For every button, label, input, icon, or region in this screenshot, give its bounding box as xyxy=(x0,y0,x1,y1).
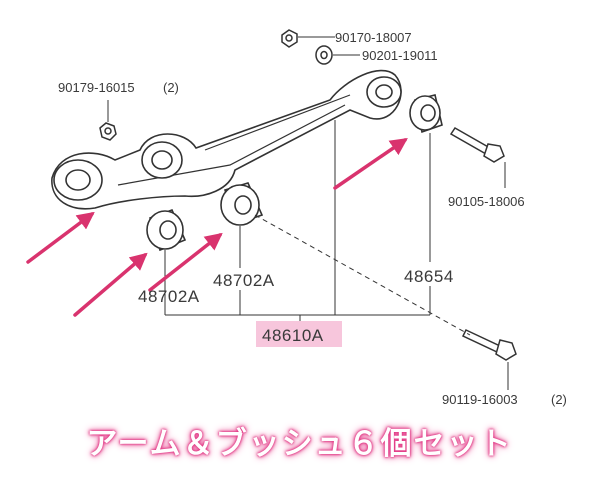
label-nut-left-qty: (2) xyxy=(163,80,179,95)
label-bolt-right-lower: 90119-16003 xyxy=(442,392,518,407)
arm-part-highlight xyxy=(256,321,342,347)
washer-top-icon xyxy=(315,45,333,65)
label-arm: 48610A xyxy=(262,326,324,345)
arrow-bushing-a-icon xyxy=(73,252,148,317)
arrow-bushing-rear-icon xyxy=(333,138,408,190)
bushing-front-b-icon xyxy=(220,182,264,226)
bushing-front-a-icon xyxy=(146,208,187,252)
nut-top-icon xyxy=(281,29,298,48)
bolt-right-upper-icon xyxy=(449,127,505,163)
label-nut-left: 90179-16015 xyxy=(58,80,135,95)
label-bolt-right-lower-qty: (2) xyxy=(551,392,567,407)
label-bolt-right-upper: 90105-18006 xyxy=(448,194,525,209)
nut-left-icon xyxy=(99,122,117,141)
arrow-arm-icon xyxy=(26,211,95,264)
label-bushing-front-a: 48702A xyxy=(138,287,200,306)
arrow-bushing-b-icon xyxy=(148,232,223,292)
set-caption: アーム＆ブッシュ６個セット xyxy=(86,426,513,462)
label-bushing-rear: 48654 xyxy=(404,267,454,286)
bolt-right-lower-icon xyxy=(461,329,517,361)
bushing-rear-icon xyxy=(409,94,443,134)
label-nut-top: 90170-18007 xyxy=(335,30,412,45)
red-arrows xyxy=(26,138,408,317)
label-washer-top: 90201-19011 xyxy=(362,48,438,63)
control-arm xyxy=(51,69,402,210)
label-bushing-front-b: 48702A xyxy=(213,271,275,290)
